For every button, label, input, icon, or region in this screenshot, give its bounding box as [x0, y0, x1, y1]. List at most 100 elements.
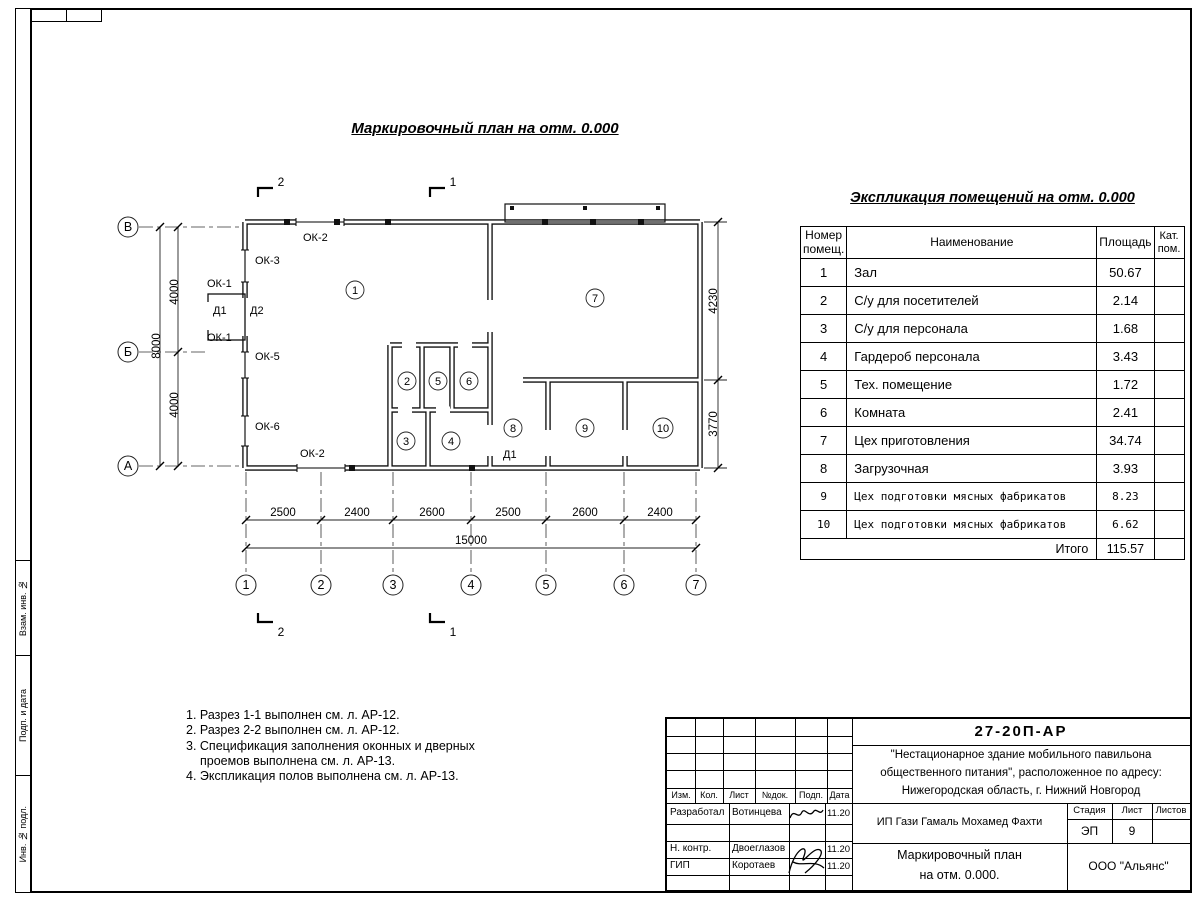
room-num: 5	[799, 370, 848, 399]
dim-label: 2500	[270, 507, 296, 519]
sheets-header: Листов	[1155, 805, 1187, 817]
dim-label: 3770	[708, 411, 720, 437]
name-gip: Коротаев	[732, 860, 776, 872]
section-number: 1	[450, 625, 457, 639]
wall-posts	[284, 219, 644, 471]
drawing-name-line: Маркировочный план	[897, 848, 1022, 863]
opening-mark: ОК-5	[255, 351, 280, 363]
room-circles	[345, 280, 674, 451]
room-name: Гардероб персонала	[846, 342, 1098, 371]
project-line: общественного питания", расположенное по…	[880, 767, 1162, 780]
table-row: 6 Комната 2.41	[799, 398, 1185, 427]
room-num: 4	[799, 342, 848, 371]
table-row: 5 Тех. помещение 1.72	[799, 370, 1185, 399]
table-row: 2 С/у для посетителей 2.14	[799, 286, 1185, 315]
axis-col-label: 1	[243, 578, 250, 592]
col-kol: Кол.	[700, 789, 718, 800]
role-developed: Разработал	[670, 807, 725, 819]
room-name: С/у для посетителей	[846, 286, 1098, 315]
opening-mark: ОК-6	[255, 421, 280, 433]
room-number: 6	[466, 376, 472, 388]
note-line: 1. Разрез 1-1 выполнен см. л. АР-12.	[186, 708, 400, 722]
room-name: Загрузочная	[846, 454, 1098, 483]
table-row: 8 Загрузочная 3.93	[799, 454, 1185, 483]
side-stamp-label: Подп. и дата	[17, 688, 28, 742]
note-line: 4. Экспликация полов выполнена см. л. АР…	[186, 769, 459, 783]
room-cat	[1153, 482, 1185, 511]
side-stamp-podp: Подп. и дата	[15, 655, 30, 775]
room-num: 7	[799, 426, 848, 455]
room-name: Тех. помещение	[846, 370, 1098, 399]
table-row: 10 Цех подготовки мясных фабрикатов 6.62	[799, 510, 1185, 539]
title-block: 27-20П-АР "Нестационарное здание мобильн…	[665, 717, 1192, 892]
stage-value: ЭП	[1080, 823, 1099, 838]
col-header-cat: Кат. пом.	[1153, 226, 1185, 259]
dim-label: 2400	[647, 507, 673, 519]
room-cat	[1153, 286, 1185, 315]
room-name: Цех подготовки мясных фабрикатов	[846, 510, 1098, 539]
table-row: 1 Зал 50.67	[799, 258, 1185, 287]
room-area: 34.74	[1096, 426, 1155, 455]
plan-title: Маркировочный план на отм. 0.000	[351, 120, 619, 137]
dim-total-label: 8000	[151, 333, 163, 359]
signature-flourish	[788, 848, 825, 874]
room-cat	[1153, 314, 1185, 343]
drawing-name-line: на отм. 0.000.	[919, 868, 1000, 883]
room-number: 1	[352, 285, 358, 297]
room-num: 8	[799, 454, 848, 483]
room-cat	[1153, 258, 1185, 287]
note-line: 2. Разрез 2-2 выполнен см. л. АР-12.	[186, 723, 400, 738]
role-gip: ГИП	[670, 860, 690, 872]
table-row: 9 Цех подготовки мясных фабрикатов 8.23	[799, 482, 1185, 511]
role-ncontr: Н. контр.	[670, 843, 712, 855]
opening-mark: ОК-1	[207, 332, 232, 344]
room-number: 4	[448, 436, 454, 448]
col-ndok: №док.	[761, 789, 789, 800]
windows	[241, 218, 346, 472]
room-num: 1	[799, 258, 848, 287]
room-num: 3	[799, 314, 848, 343]
note-line: 3. Спецификация заполнения оконных и две…	[186, 738, 475, 768]
axis-col-label: 6	[621, 578, 628, 592]
room-name: С/у для персонала	[846, 314, 1098, 343]
col-data: Дата	[829, 789, 850, 800]
room-num: 6	[799, 398, 848, 427]
company: ООО "Альянс"	[1088, 859, 1169, 873]
room-name: Цех приготовления	[846, 426, 1098, 455]
sheet-frame	[30, 8, 1192, 893]
axis-col-label: 3	[390, 578, 397, 592]
room-name: Цех подготовки мясных фабрикатов	[846, 482, 1098, 511]
col-list: Лист	[729, 789, 749, 800]
room-number: 2	[404, 376, 410, 388]
opening-mark: Д2	[250, 305, 264, 317]
dim-label: 2400	[344, 507, 370, 519]
room-cat	[1153, 370, 1185, 399]
dim-label: 2600	[419, 507, 445, 519]
sheet-value: 9	[1128, 823, 1136, 838]
room-cat	[1153, 426, 1185, 455]
dim-total-label: 15000	[455, 535, 487, 547]
dimension-ticks	[155, 217, 723, 553]
total-value: 115.57	[1096, 538, 1155, 560]
side-stamp-inv: Инв. № подл.	[15, 775, 30, 892]
axis-col-label: 5	[543, 578, 550, 592]
floor-plan: В Б А 1 2 3 4 5 6 7 2500 2400 2600 2500 …	[117, 175, 727, 639]
project-line: Нижегородская область, г. Нижний Новгоро…	[901, 785, 1141, 798]
name-developed: Вотинцева	[732, 807, 782, 819]
col-header-name: Наименование	[846, 226, 1098, 259]
room-area: 3.93	[1096, 454, 1155, 483]
opening-mark: ОК-2	[303, 232, 328, 244]
table-row: 3 С/у для персонала 1.68	[799, 314, 1185, 343]
dim-label: 4000	[169, 279, 181, 305]
stage-header: Стадия	[1073, 805, 1106, 817]
table-row: 4 Гардероб персонала 3.43	[799, 342, 1185, 371]
col-header-area: Площадь	[1096, 226, 1155, 259]
room-cat	[1153, 342, 1185, 371]
vestibule	[206, 293, 246, 341]
explication-title: Экспликация помещений на отм. 0.000	[850, 190, 1135, 206]
axis-col-label: 2	[318, 578, 325, 592]
section-number: 2	[278, 625, 285, 639]
axis-circles	[117, 216, 707, 596]
table-total-row: Итого 115.57	[799, 538, 1185, 560]
col-podp: Подп.	[799, 789, 823, 800]
